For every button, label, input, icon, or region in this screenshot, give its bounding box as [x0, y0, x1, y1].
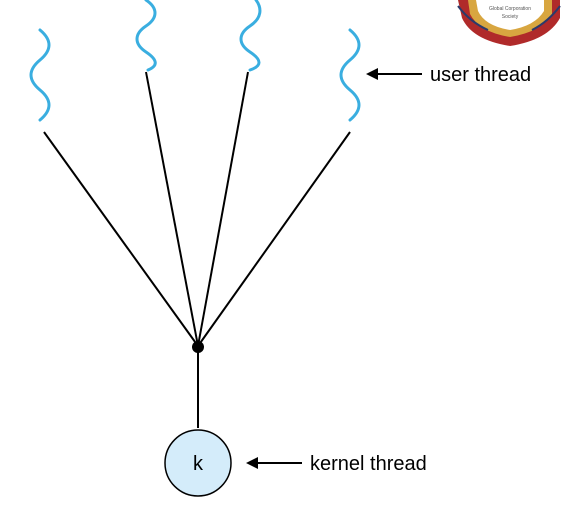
connector-line-1: [43, 131, 199, 347]
user-thread-callout: user thread: [366, 64, 531, 86]
kernel-circle: [164, 429, 232, 497]
user-thread-wave-4: [339, 28, 361, 122]
kernel-node-label: k: [193, 453, 204, 475]
user-thread-label: user thread: [430, 64, 531, 86]
user-thread-wave-2: [135, 0, 157, 72]
logo-text-line-2: Society: [502, 14, 519, 20]
user-thread-wave-3: [239, 0, 262, 72]
kernel-thread-label: kernel thread: [310, 453, 427, 475]
kernel-thread-callout: kernel thread: [246, 453, 427, 475]
user-thread-wave-1: [29, 28, 51, 122]
society-emblem-logo: Global Corporation Society: [457, 0, 561, 46]
kernel-thread-node: k: [164, 429, 232, 497]
logo-text-line-1: Global Corporation: [489, 6, 531, 12]
connector-line-4: [197, 131, 351, 347]
connector-line-3: [197, 71, 249, 347]
user-thread-arrow-head: [366, 68, 378, 80]
junction-dot: [192, 341, 204, 353]
kernel-thread-arrow-head: [246, 457, 258, 469]
connector-line-2: [145, 71, 199, 347]
